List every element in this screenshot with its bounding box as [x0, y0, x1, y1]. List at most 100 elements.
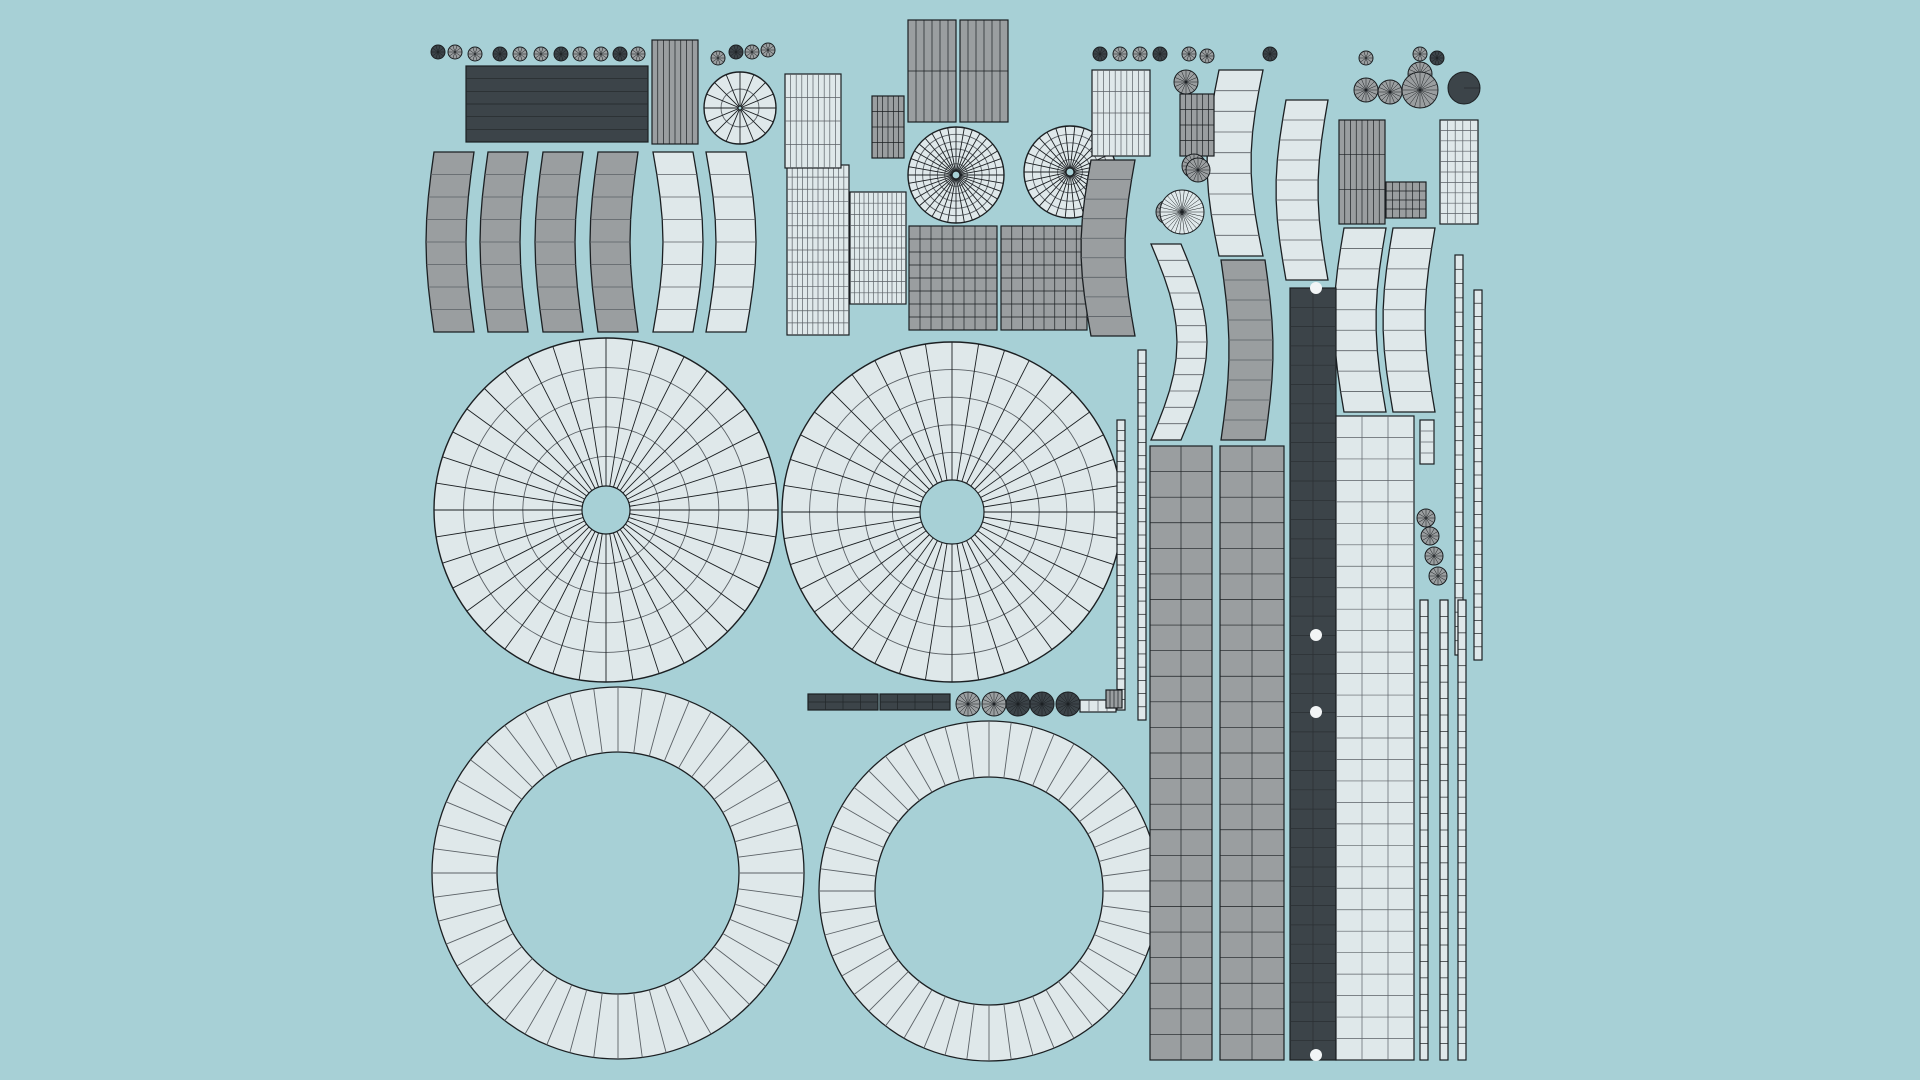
cap-spoke	[1179, 190, 1183, 213]
cap-spoke	[1179, 211, 1183, 234]
disc-spoke	[578, 340, 603, 487]
disc-spoke	[1064, 126, 1071, 169]
uv-shell-ring-left	[431, 686, 805, 1060]
cap-spoke	[1041, 703, 1051, 713]
cap-spoke	[494, 53, 501, 59]
cap-spoke	[1421, 510, 1427, 519]
cap-spoke	[1365, 85, 1378, 91]
ring-segment	[1069, 971, 1110, 1012]
disc-spoke	[741, 82, 766, 107]
cap-spoke	[746, 51, 753, 57]
disc-spoke	[1024, 161, 1067, 172]
ring-segment	[1003, 1003, 1012, 1060]
uv-shell-small-cap	[1152, 46, 1168, 62]
ring-segment	[841, 805, 891, 835]
cap-spoke	[1117, 47, 1121, 55]
cap-spoke	[1161, 211, 1183, 222]
cap-spoke	[1414, 49, 1421, 55]
cap-spoke	[432, 47, 439, 53]
disc-spoke	[627, 520, 760, 589]
ring-segment	[737, 888, 803, 898]
cap-spoke	[1429, 548, 1435, 557]
disc-spoke	[914, 176, 953, 200]
ring-segment	[734, 824, 798, 843]
ring-segment	[966, 722, 975, 779]
disc-spoke	[616, 356, 685, 489]
ring-segment	[456, 933, 514, 967]
disc-spoke	[947, 178, 956, 223]
ring-segment	[1079, 960, 1125, 995]
ring-segment	[1098, 920, 1154, 936]
cap-spoke	[558, 47, 562, 55]
disc-spoke	[974, 534, 1073, 633]
disc-spoke	[958, 177, 994, 207]
ring-segment	[1032, 733, 1055, 786]
cap-spoke	[514, 49, 521, 55]
disc-spoke	[966, 540, 1030, 664]
cap-spoke	[1365, 81, 1375, 91]
cap-spoke	[1381, 83, 1391, 93]
disc-spoke	[983, 484, 1120, 508]
ring-segment	[633, 688, 643, 754]
cap-spoke	[1159, 49, 1166, 55]
disc-spoke	[959, 166, 1004, 175]
cap-spoke	[1137, 53, 1141, 61]
uv-shell-small-cap	[447, 44, 463, 60]
cap-spoke	[1360, 57, 1367, 63]
ring-segment	[841, 947, 891, 977]
ring-segment	[524, 711, 558, 769]
cap-spoke	[1357, 81, 1367, 91]
cap-spoke	[1181, 70, 1187, 83]
disc-spoke	[851, 537, 934, 650]
cap-spoke	[1434, 57, 1438, 65]
cap-spoke	[1185, 73, 1195, 83]
disc-spoke	[714, 109, 739, 134]
cap-spoke	[1197, 158, 1203, 171]
cap-spoke	[1181, 211, 1194, 232]
uv-shell-pinched-grid-b	[1000, 225, 1088, 331]
ring-segment	[1018, 1000, 1034, 1056]
ring-segment	[923, 733, 946, 786]
cap-spoke	[1041, 703, 1047, 716]
cap-spoke	[452, 51, 456, 59]
cap-spoke	[717, 57, 724, 63]
disc-spoke	[622, 388, 728, 494]
cap-spoke	[1365, 89, 1378, 95]
cap-spoke	[767, 49, 774, 55]
cap-spoke	[1185, 81, 1191, 94]
disc-spoke	[910, 158, 953, 175]
cap-spoke	[1185, 81, 1198, 87]
cap-spoke	[1197, 165, 1210, 171]
cap-spoke	[1067, 703, 1080, 709]
cap-spoke	[1436, 53, 1443, 59]
cap-spoke	[1174, 190, 1183, 213]
disc-spoke	[1038, 174, 1068, 207]
cap-spoke	[452, 45, 456, 53]
ring-segment	[1079, 787, 1125, 822]
strip-face	[1333, 227, 1387, 413]
cap-spoke	[595, 53, 602, 59]
uv-shell-small-cap	[553, 46, 569, 62]
cap-spoke	[1139, 53, 1146, 59]
disc-spoke	[814, 530, 927, 613]
cap-spoke	[1181, 207, 1204, 213]
disc-spoke	[436, 482, 583, 507]
strip-face	[1206, 69, 1264, 257]
disc-spoke	[977, 411, 1090, 494]
cap-spoke	[1094, 53, 1101, 59]
cap-spoke	[1017, 703, 1027, 713]
cap-spoke	[717, 51, 721, 59]
cap-spoke	[1094, 49, 1101, 55]
cap-spoke	[1154, 53, 1161, 59]
cap-spoke	[574, 53, 581, 59]
cap-spoke	[499, 47, 503, 55]
cap-spoke	[1269, 47, 1273, 55]
cap-spoke	[1159, 47, 1163, 55]
cap-spoke	[1167, 195, 1183, 213]
uv-shell-pinched-grid-a	[908, 225, 998, 331]
disc-spoke	[552, 532, 600, 674]
cap-spoke	[1181, 211, 1203, 222]
disc-spoke	[1046, 175, 1069, 213]
